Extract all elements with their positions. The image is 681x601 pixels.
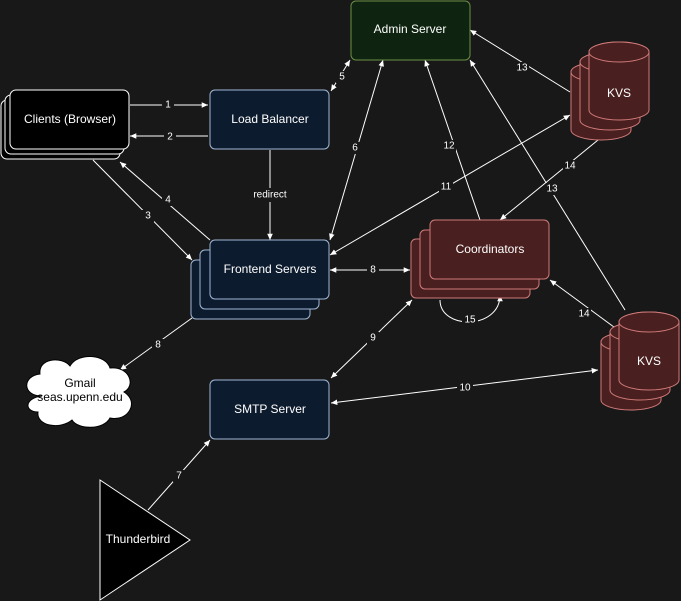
edge-label-1: 1 [165, 100, 171, 111]
admin-server-node[interactable]: Admin Server [350, 0, 471, 61]
kvs-bottom-cylinder-front [618, 311, 680, 391]
kvs-top-cylinder-front [588, 41, 650, 121]
kvs-bottom-label: KVS [637, 354, 661, 368]
coordinators-label: Coordinators [456, 242, 525, 256]
clients-node[interactable]: Clients (Browser) [0, 89, 130, 160]
kvs-top-label: KVS [607, 86, 631, 100]
triangle-icon [99, 479, 191, 601]
edge-label-3: 3 [145, 211, 151, 222]
gmail-cloud-node[interactable]: Gmail seas.upenn.edu [26, 356, 132, 428]
edge-label-6: 6 [352, 143, 358, 154]
edge-clients-to-frontend: 3 [92, 159, 193, 261]
edge-frontend-kvs-top: 11 [329, 114, 571, 256]
edge-label-8a: 8 [370, 265, 376, 276]
edge-coordinators-self: 15 [439, 294, 503, 326]
frontend-servers-label: Frontend Servers [224, 262, 317, 276]
edge-smtp-kvs-bottom: 10 [330, 367, 599, 406]
admin-server-label: Admin Server [374, 22, 447, 36]
edge-label-7: 7 [176, 471, 182, 482]
edge-clients-to-lb: 1 [130, 99, 208, 111]
edge-kvs-bottom-coordinators: 14 [549, 279, 619, 331]
edge-label-12: 12 [443, 141, 455, 152]
edge-thunderbird-smtp: 7 [147, 439, 211, 511]
edge-frontend-gmail: 8 [119, 317, 193, 371]
edge-lb-to-clients: 2 [130, 131, 208, 143]
smtp-server-node[interactable]: SMTP Server [209, 379, 330, 440]
frontend-servers-node[interactable]: Frontend Servers [190, 239, 330, 320]
edge-kvs-top-coordinators: 14 [499, 139, 599, 221]
edges: 1 2 3 4 redirect 5 [92, 29, 626, 511]
load-balancer-node[interactable]: Load Balancer [209, 89, 330, 150]
thunderbird-node[interactable]: Thunderbird [99, 479, 191, 601]
edge-label-15: 15 [464, 315, 476, 326]
edge-kvs-top-admin: 13 [469, 29, 571, 93]
edge-frontend-coordinators: 8 [330, 264, 410, 276]
gmail-label-line1: Gmail [64, 376, 95, 390]
kvs-top-node[interactable]: KVS [570, 41, 650, 141]
load-balancer-label: Load Balancer [231, 112, 308, 126]
edge-coordinators-admin: 12 [424, 59, 481, 221]
edge-label-5: 5 [339, 72, 345, 83]
kvs-bottom-node[interactable]: KVS [600, 311, 680, 411]
edge-label-redirect: redirect [253, 190, 287, 201]
coordinators-node[interactable]: Coordinators [410, 219, 550, 299]
edge-admin-lb: 5 [330, 59, 351, 92]
edge-label-8b: 8 [155, 340, 161, 351]
edge-label-11: 11 [441, 182, 452, 193]
edge-label-2: 2 [167, 132, 173, 143]
gmail-label-line2: seas.upenn.edu [37, 390, 122, 404]
edge-label-10: 10 [459, 383, 471, 394]
edge-frontend-to-clients: 4 [119, 161, 211, 241]
edge-label-4: 4 [165, 195, 171, 206]
edge-admin-frontend: 6 [329, 59, 384, 241]
edge-label-13b: 13 [546, 184, 558, 195]
cloud-icon [26, 356, 132, 428]
edge-smtp-coordinators: 9 [330, 299, 413, 379]
edge-lb-redirect: redirect [248, 150, 292, 240]
edge-label-14b: 14 [578, 309, 590, 320]
edge-label-14a: 14 [564, 161, 576, 172]
edge-label-9: 9 [370, 333, 376, 344]
edge-label-13a: 13 [516, 63, 528, 74]
clients-label: Clients (Browser) [24, 112, 116, 126]
smtp-server-label: SMTP Server [234, 402, 306, 416]
thunderbird-label: Thunderbird [106, 532, 171, 546]
